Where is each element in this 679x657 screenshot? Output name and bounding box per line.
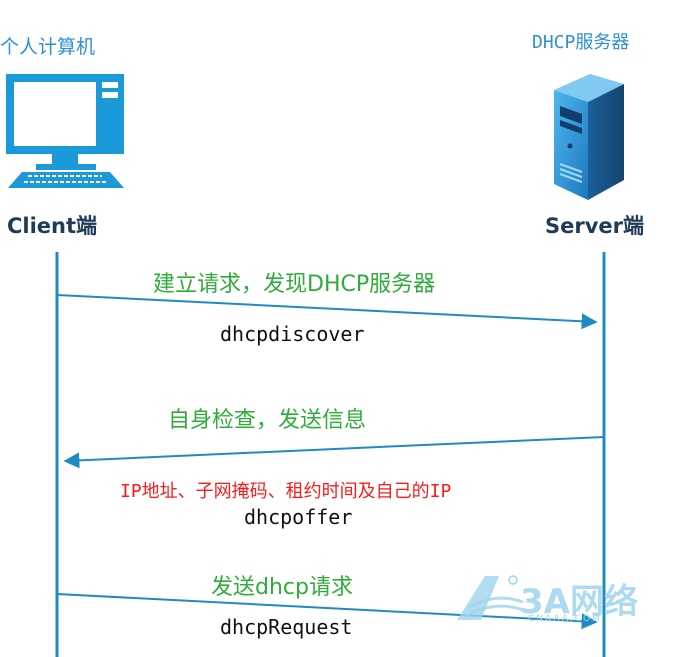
tower-server-icon [554,74,624,200]
client-endpoint-label: Client端 [7,214,98,238]
offer-description: 自身检查，发送信息 [168,408,367,433]
watermark-logo-icon [457,575,524,620]
watermark-brand: 3A网络 [520,582,638,622]
discover-arrow [56,294,598,330]
server-endpoint-label: Server端 [545,214,645,238]
request-arrow [56,593,598,630]
offer-arrow [63,436,605,469]
client-title: 个人计算机 [0,36,96,58]
desktop-computer-icon [6,74,124,188]
discover-description: 建立请求，发现DHCP服务器 [153,272,436,297]
offer-message: dhcpoffer [244,505,353,529]
server-title: DHCP服务器 [532,32,630,53]
discover-message: dhcpdiscover [220,322,365,346]
request-message: dhcpRequest [220,615,353,639]
request-description: 发送dhcp请求 [211,575,353,600]
watermark-sub: CNAAA.COM [528,614,602,624]
offer-detail: IP地址、子网掩码、租约时间及自己的IP [120,481,452,502]
